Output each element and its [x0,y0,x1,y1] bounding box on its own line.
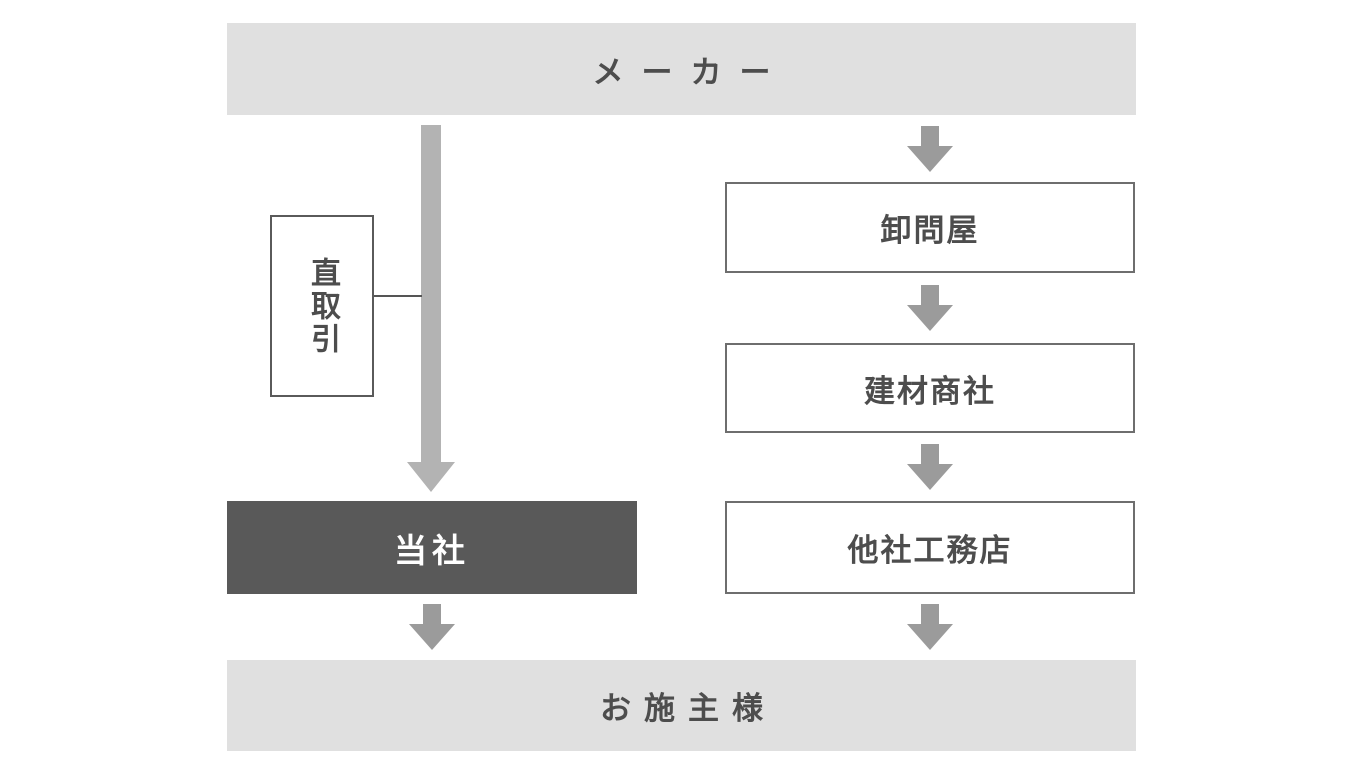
other-contractor-box: 他社工務店 [725,501,1135,594]
our-company-box: 当社 [227,501,637,594]
note-connector-line [374,295,422,297]
big-down-arrow-icon [407,125,455,492]
client-label: お施主様 [600,691,776,726]
down-arrow-icon [907,126,953,172]
wholesaler-box: 卸問屋 [725,182,1135,273]
down-arrow-icon [907,604,953,650]
other-contractor-label: 他社工務店 [847,533,1013,568]
down-arrow-icon [409,604,455,650]
direct-deal-note-box: 直取引 [270,215,374,397]
trading-company-box: 建材商社 [725,343,1135,433]
down-arrow-icon [907,285,953,331]
manufacturer-label: メーカー [592,54,789,90]
manufacturer-bar: メーカー [227,23,1136,115]
wholesaler-label: 卸問屋 [880,213,980,248]
down-arrow-icon [907,444,953,490]
trading-company-label: 建材商社 [864,373,996,409]
direct-deal-label: 直取引 [306,256,339,356]
our-company-label: 当社 [394,531,470,569]
client-bar: お施主様 [227,660,1136,751]
